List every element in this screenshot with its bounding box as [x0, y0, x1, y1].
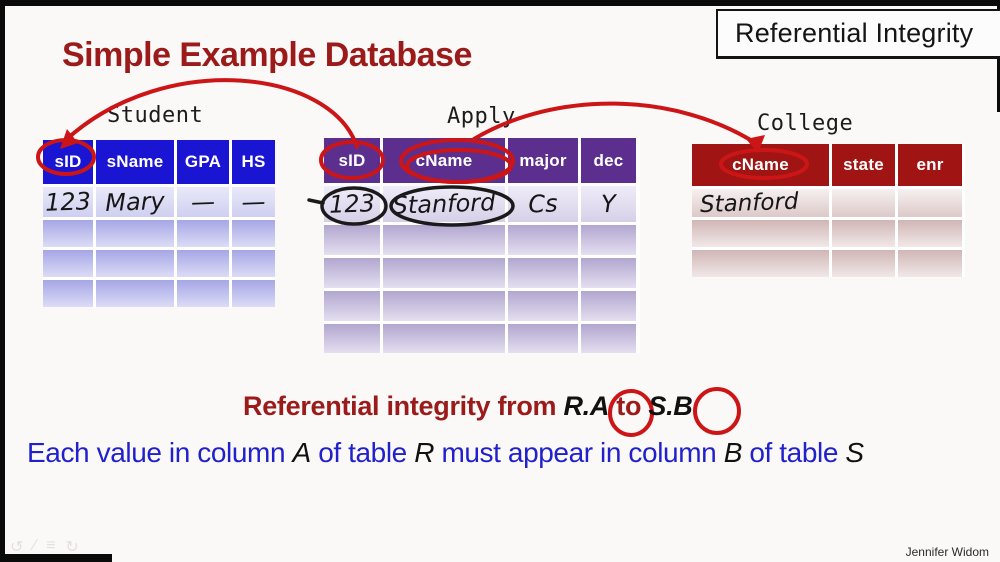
- black-dash-before-123: [307, 198, 325, 205]
- page-title: Simple Example Database: [62, 36, 472, 74]
- lines-icon[interactable]: ≡: [46, 537, 56, 554]
- cell-apply-empty-sID: [324, 324, 380, 353]
- cell-student-empty-HS: [232, 220, 275, 247]
- slide-header-label: Referential Integrity: [735, 18, 974, 48]
- cell-apply-row1-dec: Y: [581, 186, 636, 222]
- cell-student-empty-GPA: [177, 250, 229, 277]
- cell-student-empty-GPA: [177, 280, 229, 307]
- letterbox-bottom-left: [0, 554, 112, 562]
- slide-header-box: Referential Integrity: [716, 9, 1000, 59]
- column-header-college-cName: cName: [692, 144, 829, 186]
- cell-student-row1-GPA: —: [177, 187, 229, 217]
- table-title-apply: Apply: [447, 104, 516, 129]
- cell-college-empty-cName: [692, 250, 829, 277]
- handwritten-apply-cName: Stanford: [392, 188, 496, 220]
- cell-apply-empty-major: [508, 225, 578, 255]
- cell-student-empty-GPA: [177, 220, 229, 247]
- cell-apply-empty-major: [508, 324, 578, 353]
- cell-student-empty-HS: [232, 250, 275, 277]
- caption-text: Referential integrity from: [243, 391, 564, 421]
- def-var-A: A: [292, 437, 312, 468]
- cell-student-empty-HS: [232, 280, 275, 307]
- cell-college-row1-enr: [898, 189, 962, 217]
- table-title-college: College: [757, 111, 854, 136]
- cell-apply-empty-dec: [581, 291, 636, 321]
- caption-text-to: to: [609, 391, 649, 421]
- column-header-apply-major: major: [508, 138, 578, 183]
- redo-icon[interactable]: ↻: [65, 539, 79, 556]
- handwritten-apply-dec: Y: [600, 189, 617, 219]
- cell-apply-empty-dec: [581, 324, 636, 353]
- column-header-student-sID: sID: [43, 140, 93, 184]
- cell-college-empty-cName: [692, 220, 829, 247]
- column-header-student-sName: sName: [96, 140, 174, 184]
- column-header-college-state: state: [832, 144, 895, 186]
- handwritten-apply-sID: 123: [328, 189, 376, 219]
- cell-student-empty-sID: [43, 280, 93, 307]
- handwritten-student-GPA: —: [190, 187, 216, 217]
- cell-college-empty-enr: [898, 250, 962, 277]
- handwritten-student-sID: 123: [44, 187, 92, 217]
- def-t2: of table: [310, 437, 415, 468]
- pen-icon[interactable]: ∕: [33, 537, 37, 554]
- cell-apply-empty-major: [508, 291, 578, 321]
- cell-college-empty-state: [832, 250, 895, 277]
- cell-student-row1-sName: Mary: [96, 187, 174, 217]
- cell-student-empty-sID: [43, 250, 93, 277]
- red-circle-caption-B: [693, 387, 741, 435]
- cell-apply-empty-sID: [324, 225, 380, 255]
- column-header-apply-cName: cName: [383, 138, 505, 183]
- letterbox-left: [0, 0, 5, 562]
- caption-referential-integrity: Referential integrity from R.A to S.B: [243, 391, 693, 422]
- handwritten-college-cName: Stanford: [699, 188, 799, 218]
- caption-var-RA: R.A: [563, 391, 610, 421]
- column-header-apply-dec: dec: [581, 138, 636, 183]
- cell-apply-row1-sID: 123: [324, 186, 380, 222]
- handwritten-student-HS: —: [241, 187, 266, 217]
- column-header-college-enr: enr: [898, 144, 962, 186]
- def-var-R: R: [414, 437, 435, 468]
- definition-line: Each value in column A of table R must a…: [27, 437, 864, 469]
- letterbox-top: [0, 0, 1000, 6]
- cell-student-empty-sID: [43, 220, 93, 247]
- cell-student-empty-sName: [96, 280, 174, 307]
- cell-apply-row1-major: Cs: [508, 186, 578, 222]
- cell-apply-row1-cName: Stanford: [383, 186, 505, 222]
- def-var-S: S: [845, 437, 864, 468]
- def-t1: Each value in column: [27, 437, 293, 468]
- cell-apply-empty-dec: [581, 258, 636, 288]
- cell-apply-empty-cName: [383, 225, 505, 255]
- cell-apply-empty-cName: [383, 291, 505, 321]
- cell-apply-empty-sID: [324, 291, 380, 321]
- cell-college-row1-cName: Stanford: [692, 188, 829, 218]
- cell-apply-empty-major: [508, 258, 578, 288]
- caption-var-SB: S.B: [648, 391, 693, 421]
- cell-apply-empty-cName: [383, 258, 505, 288]
- author-credit: Jennifer Widom: [905, 545, 989, 559]
- table-title-student: Student: [107, 103, 204, 128]
- cell-college-empty-state: [832, 220, 895, 247]
- cell-college-empty-enr: [898, 220, 962, 247]
- cell-apply-empty-dec: [581, 225, 636, 255]
- cell-apply-empty-cName: [383, 324, 505, 353]
- def-t3: must appear in column: [434, 437, 724, 468]
- cell-apply-empty-sID: [324, 258, 380, 288]
- def-t4: of table: [741, 437, 846, 468]
- column-header-apply-sID: sID: [324, 138, 380, 183]
- handwritten-apply-major: Cs: [527, 189, 559, 219]
- column-header-student-GPA: GPA: [177, 140, 229, 184]
- annotation-toolbar: ↺ ∕ ≡ ↻: [10, 537, 79, 557]
- cell-student-empty-sName: [96, 220, 174, 247]
- def-var-B: B: [723, 437, 743, 468]
- cell-college-row1-state: [832, 189, 895, 217]
- cell-student-empty-sName: [96, 250, 174, 277]
- column-header-student-HS: HS: [232, 140, 275, 184]
- handwritten-student-sName: Mary: [104, 186, 166, 218]
- cell-student-row1-sID: 123: [43, 187, 93, 217]
- undo-icon[interactable]: ↺: [10, 539, 24, 556]
- cell-student-row1-HS: —: [232, 187, 275, 217]
